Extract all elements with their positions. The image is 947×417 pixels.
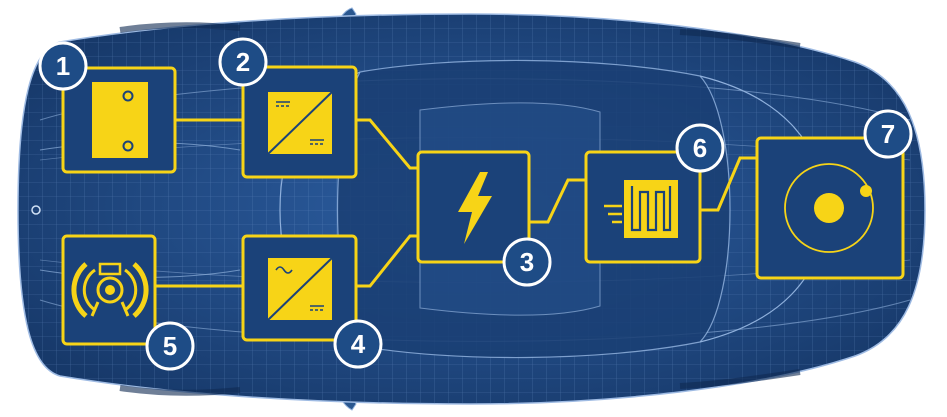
dc-dc-converter-icon <box>268 92 332 154</box>
number-badge-label: 5 <box>163 331 177 361</box>
number-badge-label: 2 <box>236 47 250 77</box>
number-badge-label: 1 <box>56 51 70 81</box>
number-badge-label: 3 <box>520 247 534 277</box>
component-box-7[interactable] <box>757 138 903 278</box>
number-badge-7: 7 <box>865 111 911 157</box>
number-badge-label: 7 <box>881 119 895 149</box>
number-badge-5: 5 <box>147 323 193 369</box>
number-badge-6: 6 <box>677 125 723 171</box>
number-badge-2: 2 <box>220 39 266 85</box>
number-badge-4: 4 <box>335 321 381 367</box>
number-badge-label: 4 <box>351 329 366 359</box>
component-box-6[interactable] <box>586 152 700 262</box>
number-badge-1: 1 <box>40 43 86 89</box>
ac-dc-converter-icon <box>268 258 332 320</box>
number-badge-label: 6 <box>693 133 707 163</box>
component-box-4[interactable] <box>243 236 356 340</box>
component-box-5[interactable] <box>63 236 155 344</box>
component-box-2[interactable] <box>243 67 356 177</box>
battery-icon <box>92 82 148 158</box>
number-badge-3: 3 <box>504 239 550 285</box>
